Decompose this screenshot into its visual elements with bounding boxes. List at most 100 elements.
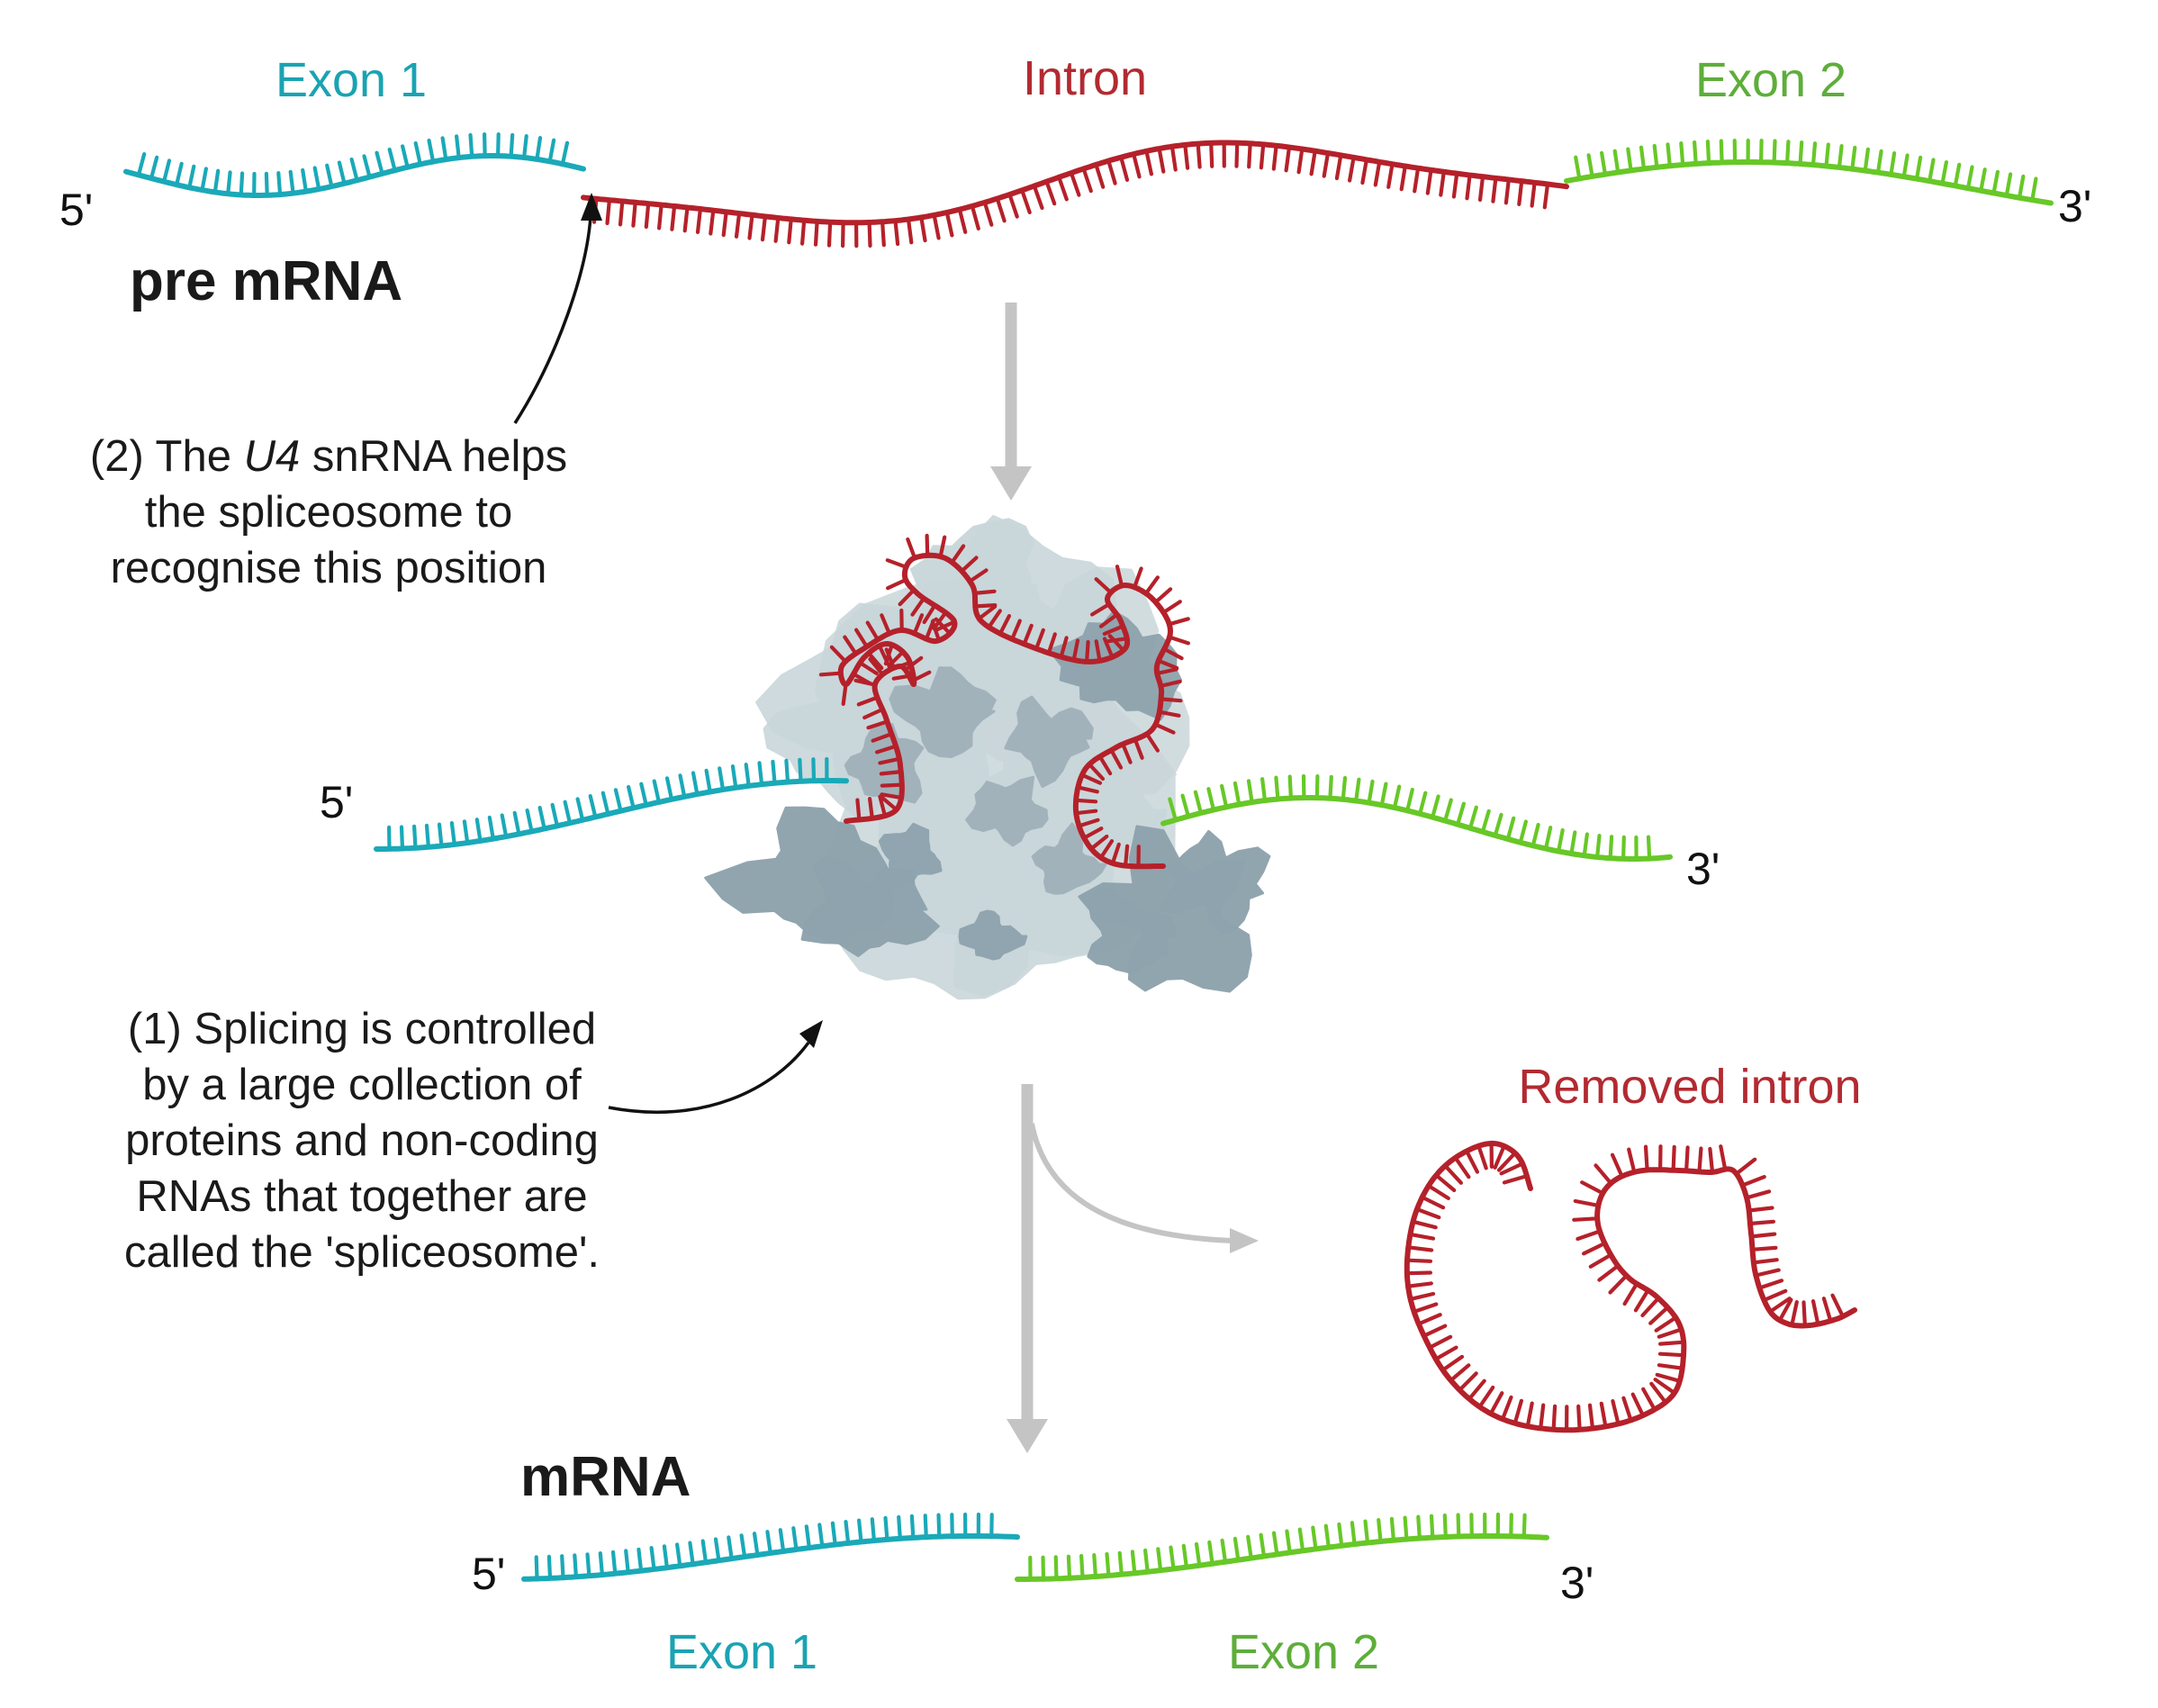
mrna-exon2-tooth bbox=[1389, 1516, 1396, 1542]
pre-mrna-exon2-tooth bbox=[1719, 139, 1724, 165]
pre-mrna-exon1-tooth bbox=[535, 136, 543, 161]
removed-intron-strand-tooth bbox=[1581, 1241, 1607, 1256]
pre-mrna-exon1-tooth bbox=[276, 171, 283, 197]
removed-intron-strand-tooth bbox=[1657, 1363, 1684, 1370]
spliceosome-exon1-tooth bbox=[678, 773, 687, 800]
removed-intron-strand-tooth bbox=[1719, 1144, 1728, 1171]
spliceosome-exon1-tooth bbox=[744, 762, 751, 789]
pre-mrna-exon1-tooth bbox=[175, 161, 184, 187]
spliceosome-exon1-tooth bbox=[784, 758, 790, 784]
pre-mrna-title: pre mRNA bbox=[130, 250, 403, 312]
mrna-exon1-tooth bbox=[752, 1532, 760, 1558]
mrna-exon2-tooth bbox=[1285, 1529, 1292, 1555]
pre-mrna-exon1-tooth bbox=[312, 166, 321, 192]
pre-mrna-exon2-tooth bbox=[1979, 167, 1987, 193]
removed-intron-strand-tooth bbox=[1734, 1157, 1757, 1176]
spliceosome-exon2-tooth bbox=[1569, 830, 1577, 856]
pre-mrna-intron-tooth bbox=[1119, 155, 1130, 182]
removed-intron-strand bbox=[1404, 1140, 1857, 1433]
spliceosome-intron-tooth bbox=[868, 656, 885, 677]
spliceosome-intron-tooth bbox=[871, 731, 894, 743]
pre-mrna-exon2-tooth bbox=[1652, 143, 1659, 169]
spliceosome-exon2-tooth bbox=[1260, 777, 1268, 803]
mrna-exon1-tooth bbox=[817, 1523, 825, 1549]
spliceosome-intron-tooth bbox=[891, 673, 916, 681]
spliceosome-exon2-tooth bbox=[1556, 827, 1565, 854]
mrna-exon1-tooth bbox=[778, 1528, 786, 1554]
spliceosome-intron-tooth bbox=[878, 756, 902, 765]
annotation-u4-prefix: (2) The bbox=[89, 432, 244, 481]
spliceosome-exon1-tooth bbox=[613, 788, 623, 813]
mrna-exon1-tooth bbox=[674, 1542, 682, 1568]
spliceosome-intron-tooth bbox=[922, 603, 937, 625]
mrna-five-prime: 5' bbox=[472, 1549, 506, 1599]
pre-mrna-exon2-tooth bbox=[1928, 158, 1936, 184]
pre-mrna-intron-tooth bbox=[1360, 158, 1369, 185]
mrna-exon2-tooth bbox=[1509, 1513, 1513, 1539]
mrna-exon1-tooth bbox=[688, 1541, 695, 1567]
annotation-u4-snrna: (2) The U4 snRNA helps the spliceosome t… bbox=[54, 429, 603, 596]
mrna-exon2-tooth bbox=[1232, 1536, 1241, 1562]
removed-intron-strand-tooth bbox=[1420, 1195, 1446, 1210]
spliceosome-intron-tooth bbox=[877, 644, 890, 666]
pre-mrna-exon2-tooth bbox=[1574, 155, 1582, 181]
mrna-exon1-tooth bbox=[649, 1545, 656, 1572]
spliceosome-exon2-tooth bbox=[1418, 791, 1428, 817]
spliceosome-exon1-tooth bbox=[811, 757, 817, 783]
pre-mrna-intron-tooth bbox=[867, 220, 872, 249]
pre-mrna-intron-tooth bbox=[1057, 175, 1069, 202]
removed-intron-strand-tooth bbox=[1810, 1298, 1820, 1326]
removed-intron-strand-tooth bbox=[1754, 1268, 1781, 1278]
spliceosome-exon2-tooth bbox=[1505, 816, 1516, 842]
pre-mrna-intron-tooth bbox=[787, 217, 793, 245]
spliceosome-intron-tooth bbox=[1105, 637, 1129, 644]
pre-mrna-exon2-tooth bbox=[2004, 172, 2013, 198]
spliceosome-intron-tooth bbox=[1098, 838, 1115, 860]
pre-mrna-five-prime: 5' bbox=[59, 185, 94, 235]
spliceosome-intron-tooth bbox=[867, 796, 874, 821]
pre-mrna-intron-tooth bbox=[1386, 162, 1395, 189]
pre-mrna-intron-tooth bbox=[747, 212, 754, 240]
spliceosome-exon1-tooth bbox=[639, 782, 648, 808]
pre-mrna-exon1-tooth bbox=[362, 154, 372, 179]
removed-intron-strand-tooth bbox=[1657, 1351, 1686, 1358]
pre-mrna-intron-tooth bbox=[893, 219, 900, 247]
spliceosome-exon1-backbone bbox=[374, 778, 849, 852]
spliceosome-exon2-tooth bbox=[1594, 833, 1602, 860]
mrna-exon2-tooth bbox=[1079, 1553, 1085, 1580]
pre-mrna-intron-tooth bbox=[1271, 143, 1278, 171]
removed-intron-strand-tooth bbox=[1757, 1279, 1784, 1290]
pre-mrna-exon2-tooth bbox=[1784, 140, 1791, 166]
pre-mrna-intron-tooth bbox=[1296, 147, 1305, 175]
spliceosome-exon1-tooth bbox=[704, 768, 712, 794]
pre-mrna-intron-tooth bbox=[1094, 162, 1106, 189]
spliceosome-intron-tooth bbox=[1089, 834, 1109, 851]
removed-intron-strand-tooth bbox=[1594, 1163, 1613, 1186]
protein-subunit bbox=[1048, 610, 1182, 721]
spliceosome-intron-tooth bbox=[866, 651, 884, 671]
pre-mrna-exon1-tooth bbox=[521, 134, 528, 160]
mrna-exon2-tooth bbox=[1194, 1541, 1202, 1568]
annotation-u4-line2: the spliceosome to bbox=[144, 488, 513, 537]
spliceosome-intron-tooth bbox=[1155, 667, 1178, 676]
annotation-u4-line3: recognise this position bbox=[110, 544, 547, 592]
mrna-exon1-tooth bbox=[883, 1515, 889, 1542]
removed-intron-strand-tooth bbox=[1744, 1189, 1772, 1200]
branch-arrow bbox=[1029, 1123, 1259, 1253]
removed-intron-strand-tooth bbox=[1747, 1206, 1774, 1213]
callout-arrows bbox=[513, 193, 823, 1114]
spliceosome-intron-tooth bbox=[1157, 709, 1181, 718]
removed-intron-strand-tooth bbox=[1440, 1354, 1465, 1372]
mrna-exon1-tooth bbox=[727, 1535, 734, 1561]
removed-intron-strand-tooth bbox=[1801, 1300, 1808, 1328]
pre-mrna-exon2-tooth bbox=[1837, 144, 1844, 170]
spliceosome-exon2-tooth bbox=[1328, 774, 1333, 800]
spliceosome-intron-tooth bbox=[968, 568, 989, 583]
spliceosome-exon1-tooth bbox=[437, 822, 444, 848]
removed-intron-strand-tooth bbox=[1580, 1180, 1605, 1196]
pre-mrna-exon2-tooth bbox=[1953, 162, 1962, 188]
spliceosome-exon1-tooth bbox=[449, 820, 456, 847]
mrna bbox=[521, 1512, 1549, 1582]
pre-mrna-exon1-tooth bbox=[301, 167, 308, 194]
spliceosome-intron-tooth bbox=[903, 655, 924, 673]
